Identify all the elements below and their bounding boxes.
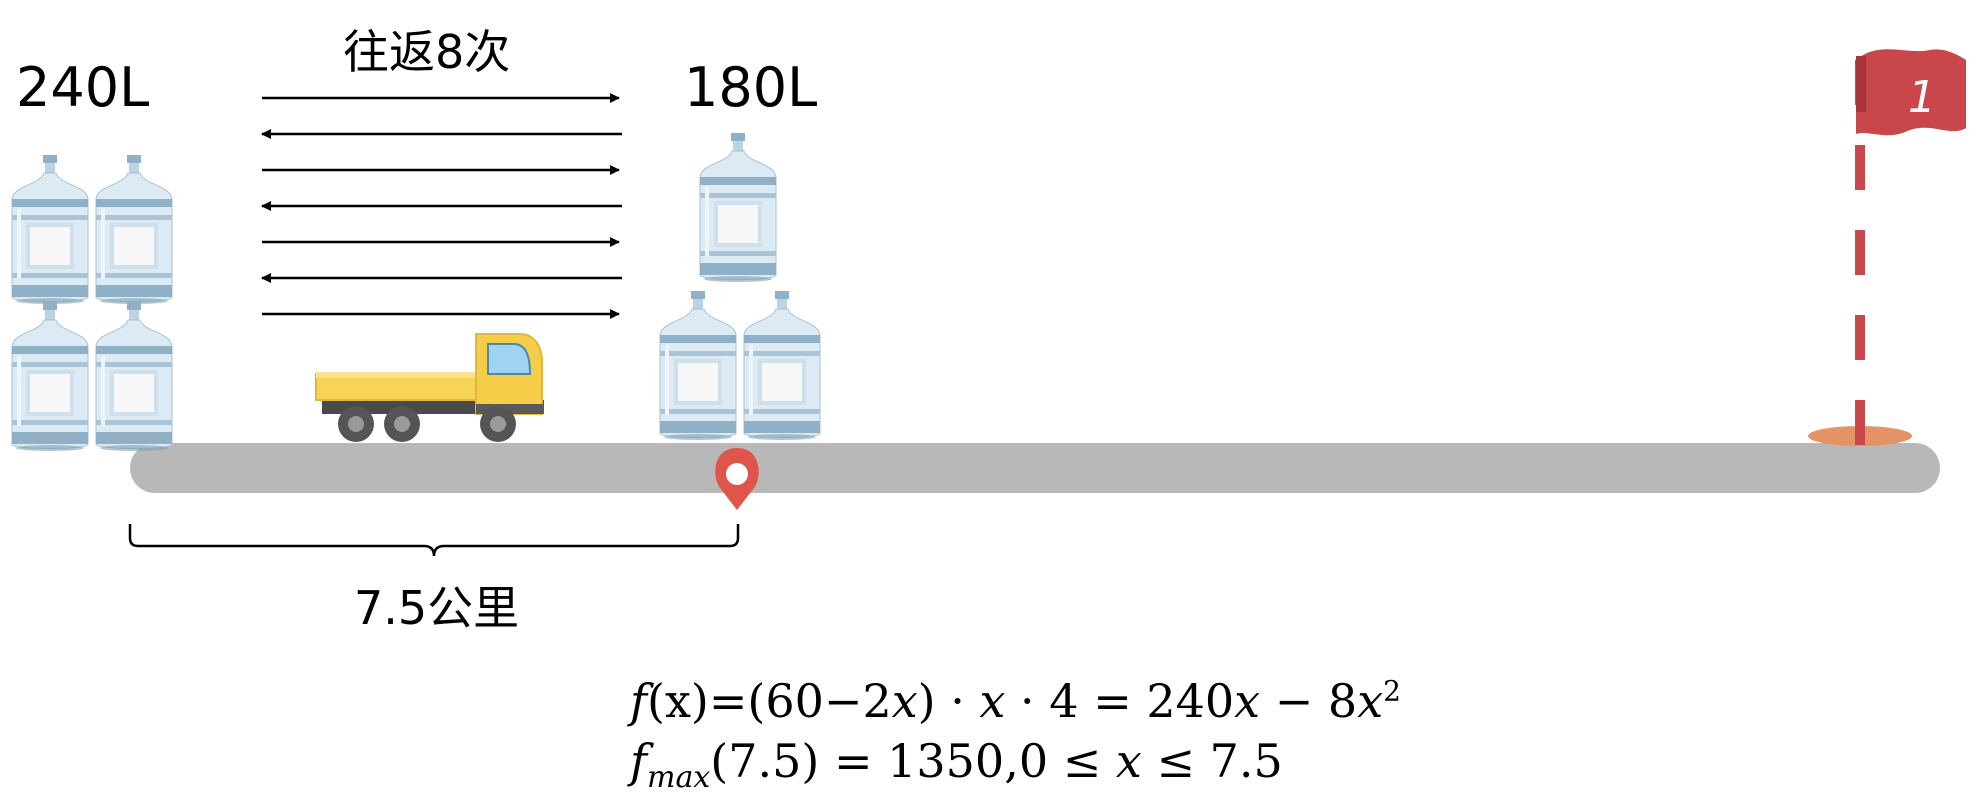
round-trip-arrows	[261, 93, 622, 319]
bottle-stack-start	[10, 153, 174, 453]
start-volume-label: 240L	[16, 56, 150, 119]
trips-label: 往返8次	[343, 25, 511, 79]
depot-volume-label: 180L	[684, 56, 818, 119]
truck	[315, 333, 544, 442]
flag-number: 1	[1908, 72, 1936, 123]
formula-line-2: fmax(7.5) = 1350,0 ≤ x ≤ 7.5	[630, 734, 1283, 795]
distance-label: 7.5公里	[354, 581, 520, 635]
distance-brace	[128, 524, 740, 557]
location-pin-icon	[715, 448, 759, 510]
goal-flag-icon	[1808, 49, 1966, 446]
road	[130, 443, 1940, 493]
formula-line-1: f(x)=(60−2x) · x · 4 = 240x − 8x2	[630, 674, 1401, 728]
bottle-stack-depot	[658, 131, 822, 442]
